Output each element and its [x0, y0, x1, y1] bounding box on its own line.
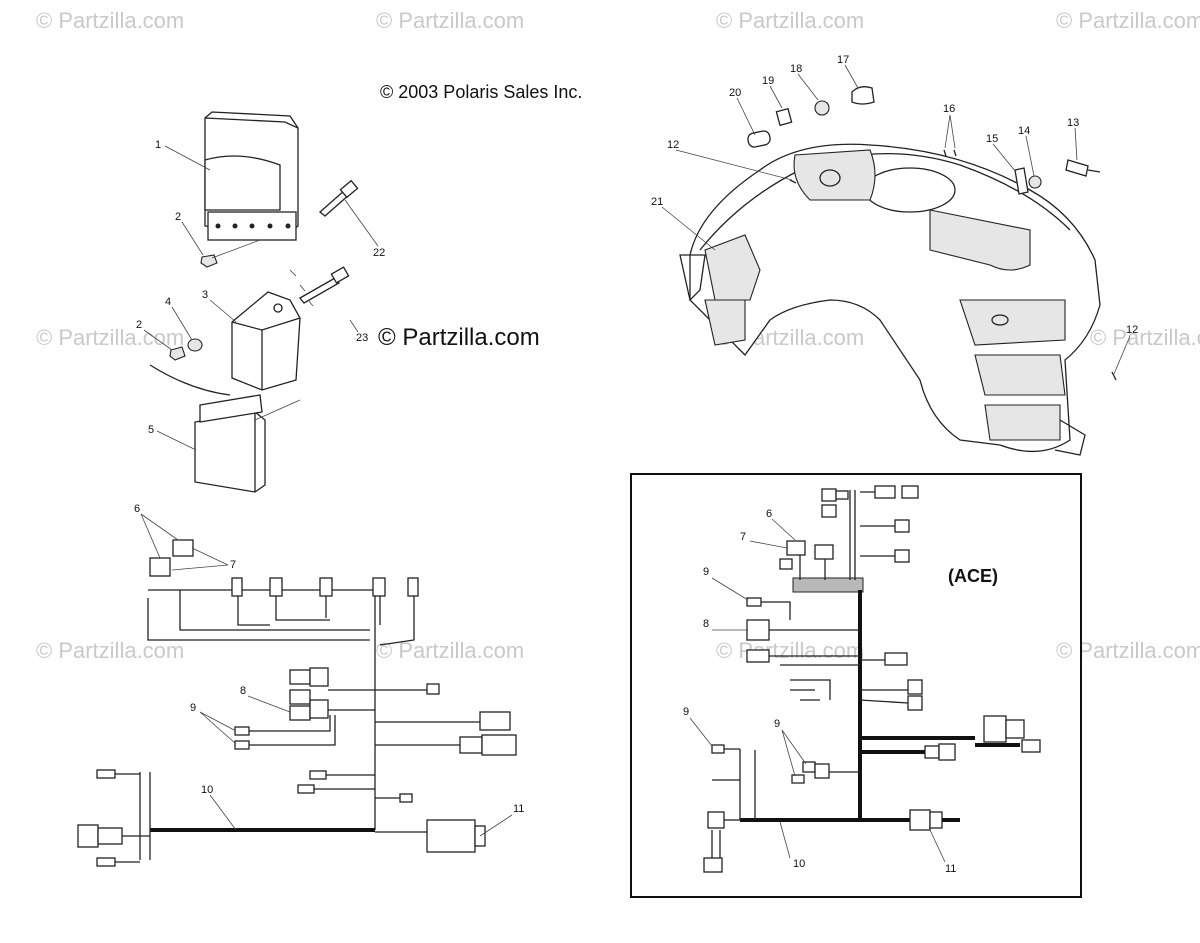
callout-label: 4 — [165, 296, 171, 308]
watermark: © Partzilla.com — [36, 8, 184, 33]
callout-label: 18 — [790, 63, 802, 75]
callout-label: 8 — [240, 685, 246, 697]
ace-label: (ACE) — [948, 566, 998, 586]
voltage-regulator-drawing — [231, 291, 301, 391]
callout-label: 8 — [703, 618, 709, 630]
callout-label: 23 — [356, 332, 368, 344]
callout-label: 13 — [1067, 117, 1079, 129]
callout-label: 2 — [175, 211, 181, 223]
partzilla-label: © Partzilla.com — [378, 324, 540, 351]
watermark: © Partzilla.com — [716, 8, 864, 33]
callout-label: 19 — [762, 75, 774, 87]
dash-small-parts — [747, 86, 1117, 381]
callout-label: 9 — [190, 702, 196, 714]
callout-label: 2 — [136, 319, 142, 331]
ace-harness-drawing — [703, 485, 1041, 873]
callout-label: 15 — [986, 133, 998, 145]
bolt-drawing — [318, 179, 359, 217]
ace-inset-frame — [630, 473, 1082, 898]
washer-nut-drawing — [149, 338, 231, 396]
callout-label: 14 — [1018, 125, 1030, 137]
callout-label: 10 — [201, 784, 213, 796]
cdi-module-drawing — [204, 111, 299, 241]
callout-label: 21 — [651, 196, 663, 208]
callout-label: 6 — [766, 508, 772, 520]
callout-group-lower-left: 6 7 8 9 10 11 — [134, 503, 524, 837]
callout-label: 20 — [729, 87, 741, 99]
callout-label: 10 — [793, 858, 805, 870]
callout-label: 9 — [703, 566, 709, 578]
callout-label: 3 — [202, 289, 208, 301]
callout-label: 11 — [945, 863, 956, 875]
dash-panel-drawing — [679, 143, 1101, 456]
callout-label: 7 — [740, 531, 746, 543]
callout-label: 12 — [1126, 324, 1138, 336]
callout-group-upper-left: 1 2 22 3 4 2 23 5 — [136, 139, 385, 451]
copyright-text: © 2003 Polaris Sales Inc. — [380, 82, 582, 102]
watermark: © Partzilla.com — [1056, 8, 1200, 33]
callout-label: 16 — [943, 103, 955, 115]
callout-label: 9 — [774, 718, 780, 730]
callout-label: 12 — [667, 139, 679, 151]
callout-label: 7 — [230, 559, 236, 571]
watermark: © Partzilla.com — [1056, 638, 1200, 663]
bolt-drawing — [289, 266, 350, 307]
watermark: © Partzilla.com — [1090, 325, 1200, 350]
callout-label: 11 — [513, 803, 524, 815]
callout-label: 22 — [373, 247, 385, 259]
control-module-drawing — [194, 394, 301, 493]
callout-label: 1 — [155, 139, 161, 151]
callout-label: 6 — [134, 503, 140, 515]
watermark: © Partzilla.com — [376, 8, 524, 33]
wiring-harness-drawing — [77, 539, 517, 867]
watermark: © Partzilla.com — [36, 638, 184, 663]
callout-group-upper-right: 20 19 18 17 16 15 14 13 12 21 12 — [651, 54, 1138, 375]
callout-label: 17 — [837, 54, 849, 66]
watermark-layer: © Partzilla.com © Partzilla.com © Partzi… — [36, 8, 1200, 663]
callout-label: 9 — [683, 706, 689, 718]
watermark: © Partzilla.com — [36, 325, 184, 350]
callout-group-ace: 6 7 9 8 9 9 10 11 — [683, 508, 956, 875]
callout-label: 5 — [148, 424, 154, 436]
watermark: © Partzilla.com — [716, 638, 864, 663]
